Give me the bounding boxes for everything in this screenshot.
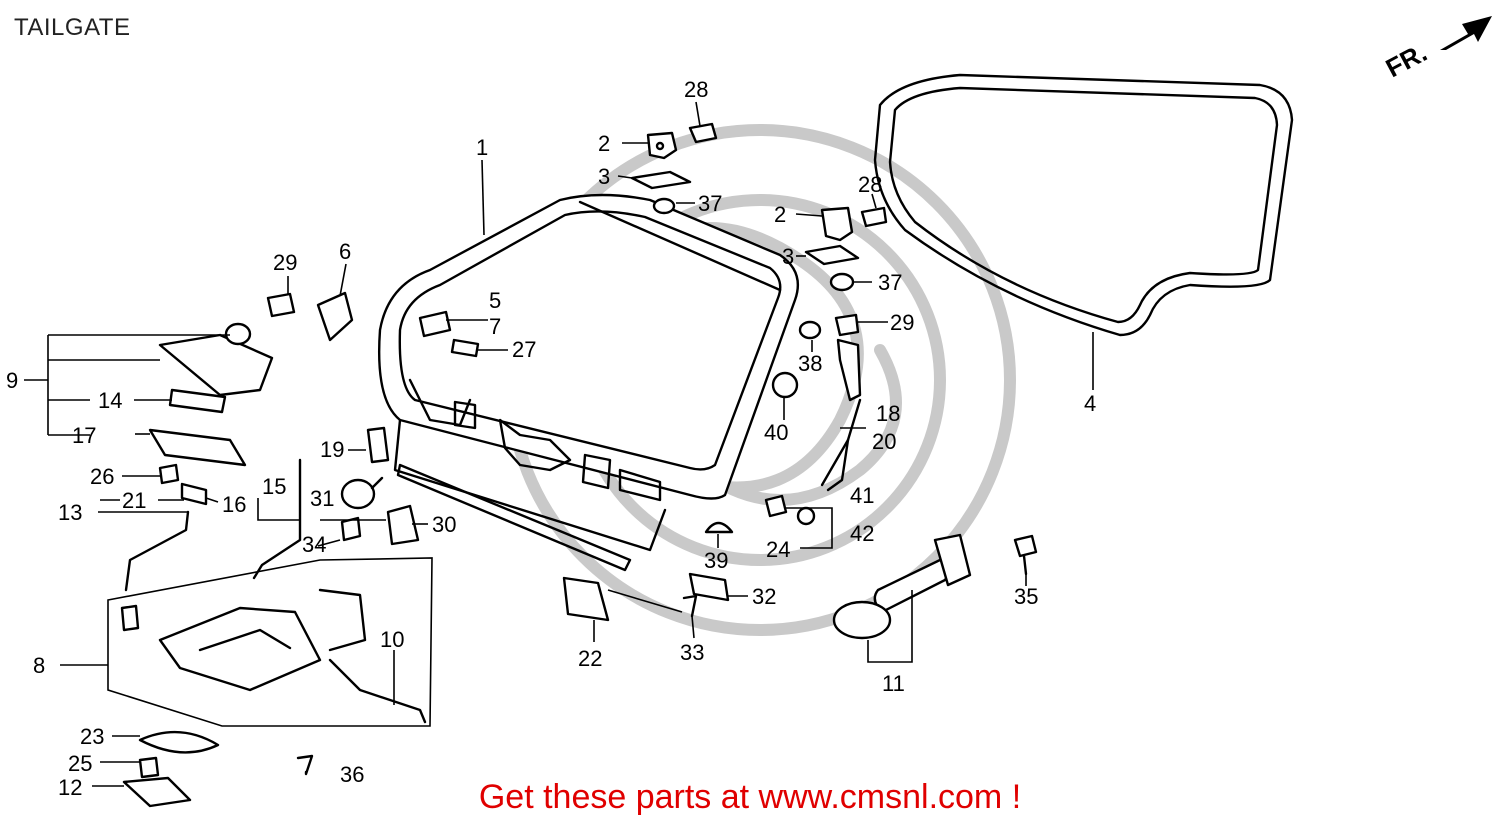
callout-36: 36: [340, 762, 364, 787]
callout-3: 3: [598, 164, 610, 189]
callout-29: 29: [273, 250, 297, 275]
callout-numbers: 1 2 3 28 37 2 3 28 37 29 38 40 18 20 4 2…: [6, 77, 1096, 800]
bracket-12: [122, 776, 192, 808]
callout-22: 22: [578, 646, 602, 671]
promo-link[interactable]: Get these parts at www.cmsnl.com !: [478, 778, 1022, 816]
callout-1: 1: [476, 135, 488, 160]
hinge-upper: [646, 131, 678, 160]
callout-12: 12: [58, 775, 82, 800]
bolt-35: [1013, 534, 1038, 576]
callout-34: 34: [302, 532, 326, 557]
clip-30: [386, 504, 420, 546]
screw-36: [296, 754, 314, 776]
callout-17: 17: [72, 423, 96, 448]
switch-31: [340, 476, 384, 510]
bracket-5-7: [418, 310, 452, 338]
latch-assembly-8: [120, 588, 367, 692]
callout-28: 28: [684, 77, 708, 102]
bolt-26: [158, 463, 180, 485]
weatherstrip: [873, 73, 1294, 337]
callout-33: 33: [680, 640, 704, 665]
callout-8: 8: [33, 653, 45, 678]
callout-28: 28: [858, 172, 882, 197]
tailgate-body: [378, 193, 800, 572]
arrow-icon: [1440, 16, 1492, 50]
front-direction-label: FR.: [1381, 37, 1432, 83]
grommet-lower: [829, 272, 855, 292]
callout-41: 41: [850, 483, 874, 508]
callout-3: 3: [782, 244, 794, 269]
bolt-25: [138, 756, 160, 779]
callout-11: 11: [882, 671, 905, 696]
callout-27: 27: [512, 337, 536, 362]
hinge-lower: [820, 206, 854, 242]
plate-32: [688, 572, 730, 602]
callout-4: 4: [1084, 391, 1096, 416]
gasket-17: [148, 428, 247, 467]
hinge-shim-lower: [804, 244, 860, 266]
callout-32: 32: [752, 584, 776, 609]
cap-19: [366, 426, 390, 464]
front-direction-arrow: FR.: [1381, 16, 1492, 83]
callout-16: 16: [222, 492, 246, 517]
callout-40: 40: [764, 420, 788, 445]
hinge-bolt-lower: [860, 206, 888, 228]
callout-13: 13: [58, 500, 82, 525]
callout-15: 15: [262, 474, 286, 499]
callout-31: 31: [310, 486, 334, 511]
callout-37: 37: [698, 191, 722, 216]
plug-39: [704, 521, 734, 534]
callout-23: 23: [80, 724, 104, 749]
hinge-bolt-upper: [688, 122, 718, 144]
callout-25: 25: [68, 751, 92, 776]
striker-23: [138, 730, 220, 754]
bolt-27: [450, 338, 480, 358]
connector-34: [340, 516, 362, 542]
bushing-21-16: [180, 482, 208, 506]
callout-20: 20: [872, 429, 896, 454]
callout-38: 38: [798, 351, 822, 376]
bracket-6: [316, 291, 354, 342]
callout-19: 19: [320, 437, 344, 462]
callout-2: 2: [774, 202, 786, 227]
lock-cylinder: [832, 533, 972, 640]
bolt-29-upper: [266, 292, 296, 318]
gas-strut: [796, 398, 862, 526]
rod-10: [328, 658, 427, 724]
garnish-22: [562, 576, 610, 622]
callout-14: 14: [98, 388, 122, 413]
callout-10: 10: [380, 627, 404, 652]
callout-7: 7: [489, 314, 501, 339]
callout-18: 18: [876, 401, 900, 426]
bumper-38: [798, 320, 822, 340]
callout-26: 26: [90, 464, 114, 489]
callout-9: 9: [6, 368, 18, 393]
grommet-upper: [652, 197, 676, 215]
bumper-40: [771, 371, 799, 399]
callout-35: 35: [1014, 584, 1038, 609]
screw-33: [682, 594, 698, 618]
hinge-shim-upper: [630, 170, 692, 190]
callout-39: 39: [704, 548, 728, 573]
rod-15: [252, 458, 302, 580]
callout-5: 5: [489, 288, 501, 313]
callout-6: 6: [339, 239, 351, 264]
rod-13: [124, 510, 190, 592]
leader-lines: [24, 101, 1094, 787]
strut-ball-stud: [764, 494, 788, 518]
callout-42: 42: [850, 521, 874, 546]
callout-37: 37: [878, 270, 902, 295]
callout-24: 24: [766, 537, 790, 562]
page-title: TAILGATE: [14, 14, 131, 41]
handle-assembly-9: [158, 322, 274, 397]
damper-mount: [834, 313, 862, 402]
callout-21: 21: [122, 488, 146, 513]
callout-30: 30: [432, 512, 456, 537]
callout-29: 29: [890, 310, 914, 335]
callout-2: 2: [598, 131, 610, 156]
